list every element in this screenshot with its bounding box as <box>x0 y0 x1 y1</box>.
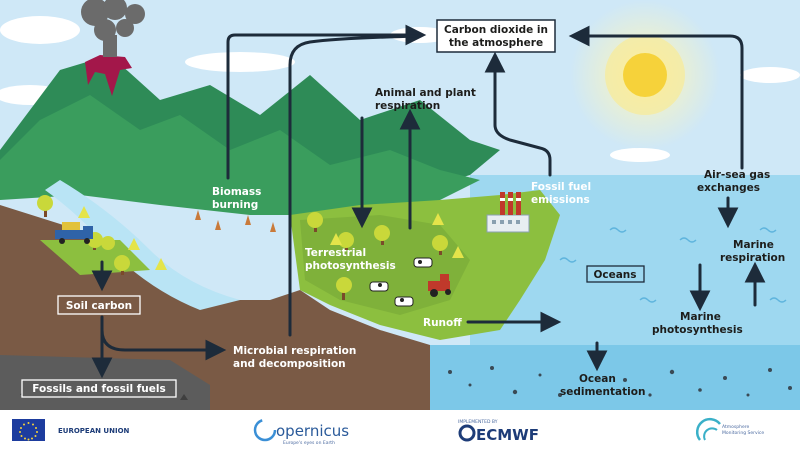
arrow-air-sea-up <box>568 25 744 170</box>
marine-respiration-label-1: Marine <box>733 239 774 251</box>
fossils-label: Fossils and fossil fuels <box>32 383 165 395</box>
mountains <box>0 55 500 215</box>
copernicus-label: opernicus <box>276 422 349 440</box>
fossils-box: Fossils and fossil fuels <box>21 379 177 398</box>
runoff-label: Runoff <box>423 317 462 329</box>
eu-flag-icon <box>12 419 45 441</box>
sedimentation-label-2: sedimentation <box>560 386 645 398</box>
terrestrial-label-2: photosynthesis <box>305 260 396 272</box>
footer <box>0 410 800 450</box>
ecmwf-label: ECMWF <box>476 426 539 444</box>
arrow-fossil-emissions <box>484 51 552 177</box>
marine-photosynthesis-label-2: photosynthesis <box>652 324 743 336</box>
air-sea-label-2: exchanges <box>697 182 760 194</box>
cams-logo: Atmosphere Monitoring Service <box>695 417 764 441</box>
marine-respiration-label-2: respiration <box>720 252 785 264</box>
eu-logo: EUROPEAN UNION <box>12 419 130 441</box>
soil-carbon-label: Soil carbon <box>66 300 132 312</box>
cams-arc-icon <box>695 417 721 441</box>
copernicus-logo: opernicus Europe's eyes on Earth <box>253 418 349 446</box>
co2-label-line2: the atmosphere <box>449 37 543 49</box>
eu-label: EUROPEAN UNION <box>58 427 130 435</box>
arrow-microbial-to-atmosphere <box>288 34 422 337</box>
trees <box>37 195 464 300</box>
ecmwf-logo: IMPLEMENTED BY ECMWF <box>458 419 539 444</box>
oceans-box: Oceans <box>586 265 645 283</box>
biomass-label-2: burning <box>212 199 258 211</box>
air-sea-label-1: Air-sea gas <box>704 169 770 181</box>
volcano-smoke <box>81 0 145 57</box>
biomass-label-1: Biomass <box>212 186 261 198</box>
microbial-label-2: and decomposition <box>233 358 346 370</box>
co2-atmosphere-box: Carbon dioxide in the atmosphere <box>436 19 556 53</box>
fossil-emissions-label-2: emissions <box>531 194 590 206</box>
cams-label-1: Atmosphere <box>722 424 749 430</box>
copernicus-tagline: Europe's eyes on Earth <box>283 440 335 446</box>
co2-label-line1: Carbon dioxide in <box>444 24 548 36</box>
river <box>45 180 240 310</box>
animal-respiration-label-2: respiration <box>375 100 440 112</box>
terrestrial-label-1: Terrestrial <box>305 247 366 259</box>
ecmwf-globe-icon <box>458 424 476 442</box>
soil-carbon-box: Soil carbon <box>57 295 141 315</box>
copernicus-c-icon <box>253 418 277 442</box>
fossil-emissions-label-1: Fossil fuel <box>531 181 591 193</box>
carbon-flow-arrows <box>91 24 766 379</box>
truck <box>55 222 93 244</box>
sedimentation-label-1: Ocean <box>579 373 616 385</box>
oceans-label: Oceans <box>593 269 636 281</box>
arrow-biomass-to-atmosphere <box>226 24 427 180</box>
burning-trees <box>195 210 276 232</box>
implemented-by-label: IMPLEMENTED BY <box>458 419 498 425</box>
sun <box>570 0 720 150</box>
tractor <box>428 274 451 297</box>
factory <box>486 192 530 233</box>
cows <box>369 257 433 307</box>
cams-label-2: Monitoring Service <box>722 430 764 436</box>
microbial-label-1: Microbial respiration <box>233 345 356 357</box>
marine-photosynthesis-label-1: Marine <box>680 311 721 323</box>
animal-respiration-label-1: Animal and plant <box>375 87 476 99</box>
arrow-to-microbial <box>100 328 227 361</box>
